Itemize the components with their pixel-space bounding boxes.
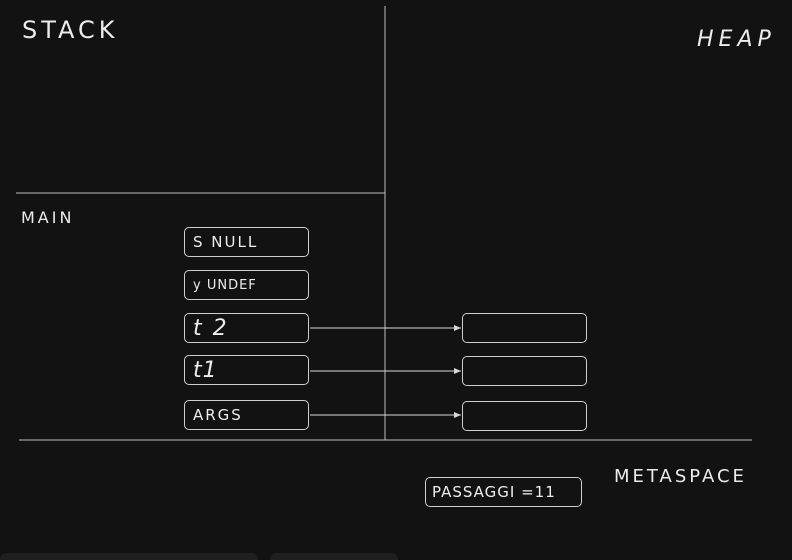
- heap-object-t2: [462, 313, 587, 343]
- main-frame-label: MAIN: [21, 208, 75, 227]
- stack-variable-t1: t1: [184, 355, 309, 385]
- heap-label: HEAP: [697, 27, 776, 52]
- bottom-toolbar-right[interactable]: [270, 553, 398, 560]
- metaspace-passaggi: PASSAGGI =11: [425, 477, 582, 507]
- stack-variable-y: y UNDEF: [184, 270, 309, 300]
- stack-label: STACK: [22, 16, 119, 44]
- heap-object-args: [462, 401, 587, 431]
- bottom-toolbar-left[interactable]: [0, 553, 258, 560]
- heap-object-t1: [462, 356, 587, 386]
- stack-variable-args: ARGS: [184, 400, 309, 430]
- stack-variable-s: S NULL: [184, 227, 309, 257]
- metaspace-label: METASPACE: [614, 466, 747, 487]
- stack-variable-t2: t 2: [184, 313, 309, 343]
